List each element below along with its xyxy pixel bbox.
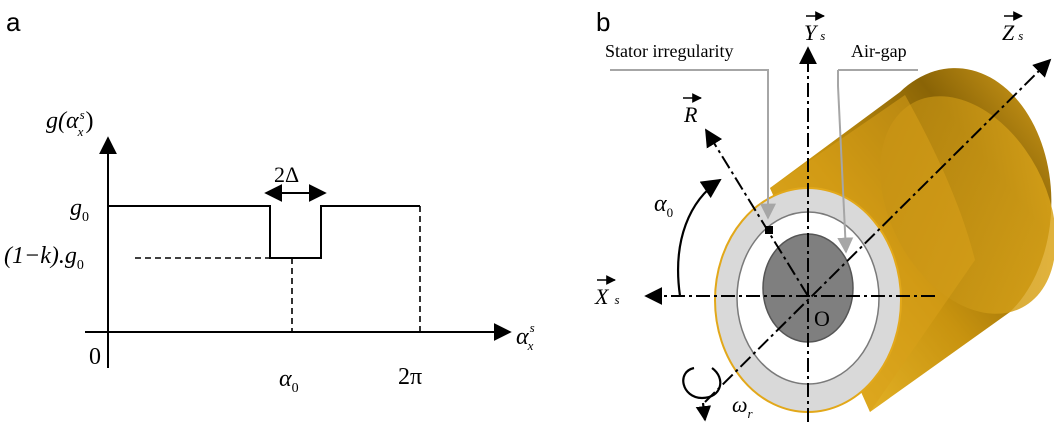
r-axis-label: R (683, 93, 702, 127)
svg-text:R: R (683, 102, 698, 127)
alpha0-tick-label: α0 (279, 366, 299, 396)
alpha0-label: α0 (654, 191, 673, 220)
alpha0-angle-arrow (677, 178, 722, 297)
panel-b-label: b (596, 7, 610, 37)
zs-axis (704, 58, 1052, 403)
stator-irregularity-label: Stator irregularity (605, 41, 733, 61)
airgap-function-curve (108, 205, 420, 259)
g0-label: g0 (70, 195, 89, 225)
stator-irregularity-callout (610, 69, 776, 220)
two-pi-tick-label: 2π (398, 364, 422, 390)
width-label: 2Δ (274, 162, 299, 187)
rotation-arrowhead (695, 402, 712, 422)
panel-b: b Stator irregularity Air-gap α0 (594, 7, 1054, 422)
origin-label: 0 (89, 344, 101, 370)
panel-a-label: a (6, 7, 21, 37)
air-gap-label: Air-gap (851, 41, 907, 61)
rotation-loop (682, 366, 722, 400)
air-gap-callout (837, 70, 854, 254)
low-level-label: (1−k).g0 (4, 243, 84, 273)
origin-o-label: O (814, 306, 830, 331)
stator-irregularity-marker (765, 226, 773, 234)
svg-text:Zs: Zs (1002, 20, 1023, 45)
svg-text:Xs: Xs (594, 284, 620, 309)
r-axis (705, 128, 809, 297)
svg-text:Ys: Ys (804, 20, 825, 45)
omega-label: ωr (732, 392, 754, 421)
